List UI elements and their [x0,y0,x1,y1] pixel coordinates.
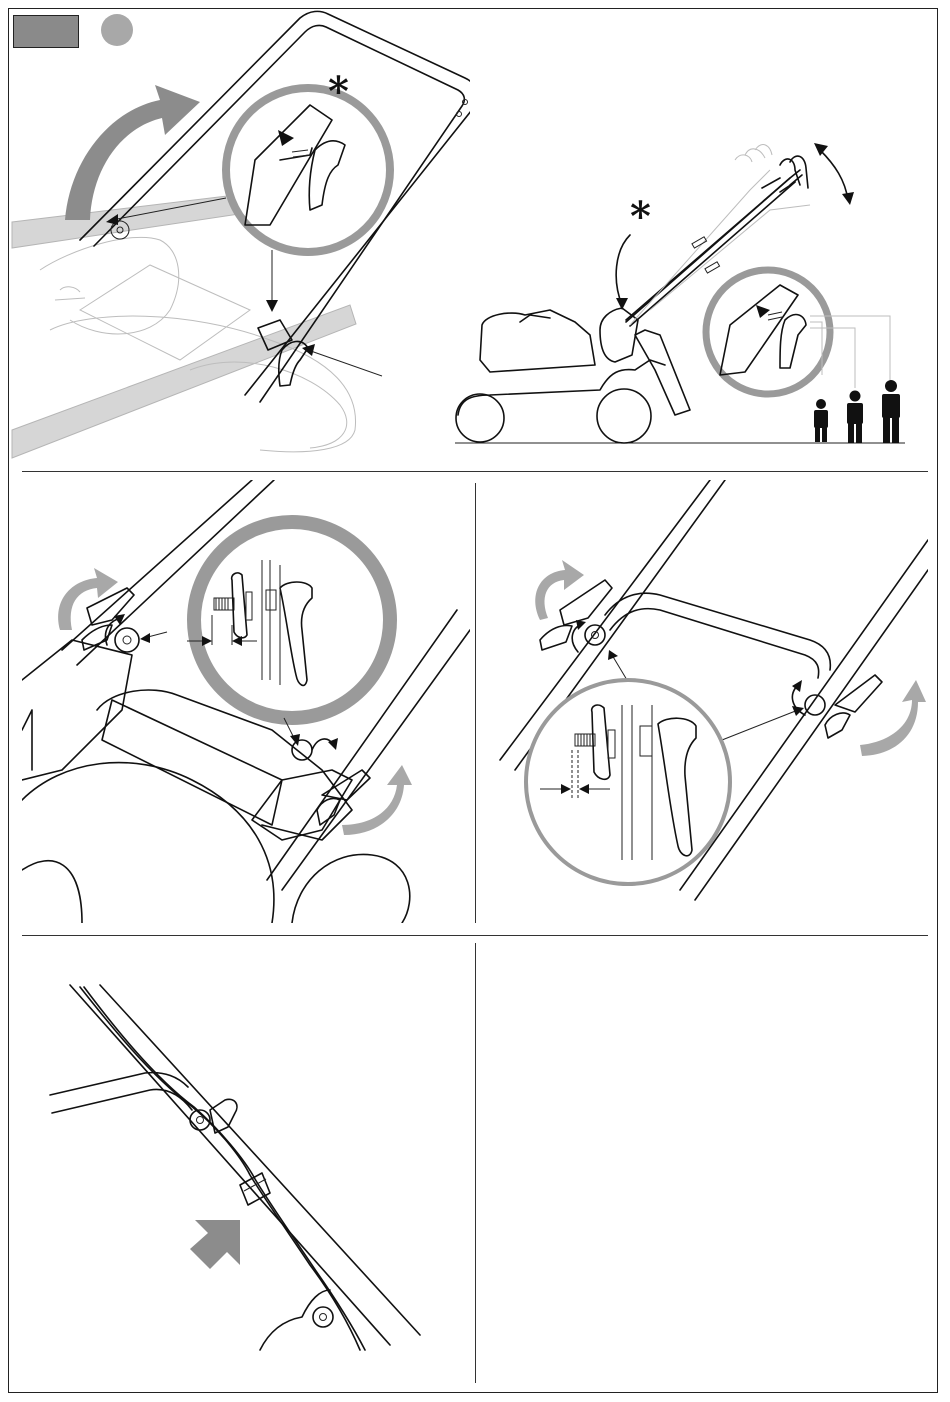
asterisk-marker-2: * [630,193,651,240]
row-divider-1 [22,471,928,472]
column-divider-middle [475,483,476,923]
person-tall-icon [882,380,900,443]
illustration-tighten-knobs-left [22,480,470,923]
asterisk-marker: * [328,68,349,115]
illustration-cable-clip [40,965,460,1365]
illustration-tighten-knobs-right [480,480,928,923]
person-short-icon [814,399,828,442]
row-divider-2 [22,935,928,936]
person-medium-icon [847,391,863,444]
direction-arrow-icon [190,1220,240,1269]
column-divider-bottom [475,943,476,1383]
illustration-handle-height: * [450,110,910,455]
illustration-fold-handle: * [10,10,470,465]
